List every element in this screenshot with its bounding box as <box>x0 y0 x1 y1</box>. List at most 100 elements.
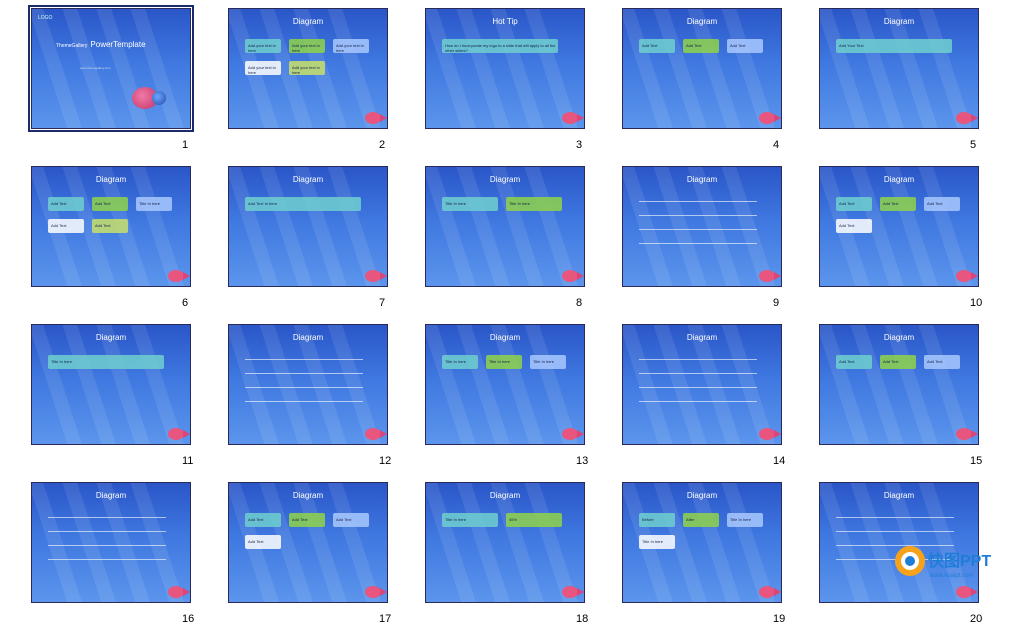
text-line <box>836 545 954 546</box>
slide-thumbnail[interactable]: Diagram <box>228 324 388 445</box>
diagram-label: Add Text <box>839 201 855 206</box>
diagram-shape: Add your text in here <box>245 39 281 53</box>
diagram-label: Title In here <box>509 201 530 206</box>
diagram-label: Add your text in here <box>248 65 276 75</box>
slide-title: Diagram <box>686 491 718 500</box>
slide-thumbnail[interactable]: Diagram <box>622 324 782 445</box>
slide-title: Diagram <box>686 175 718 184</box>
slide-thumbnail[interactable]: Diagram <box>31 482 191 603</box>
diagram-label: Add Text <box>642 43 658 48</box>
slide-number: 12 <box>379 455 392 467</box>
text-line <box>245 359 363 360</box>
diagram-label: Title In here <box>445 359 466 364</box>
diagram-shape: Add Your Text <box>836 39 952 53</box>
slide-thumbnail[interactable]: Diagram <box>622 166 782 287</box>
diagram-shape: Title In here <box>442 197 498 211</box>
slide-title: Diagram <box>489 175 521 184</box>
diagram-label: Add Text <box>927 201 943 206</box>
slide-title: Diagram <box>292 491 324 500</box>
diagram-shape: Add your text in here <box>289 61 325 75</box>
fish-icon <box>562 586 584 598</box>
diagram-label: Add Text <box>248 539 264 544</box>
fish-icon <box>759 586 781 598</box>
diagram-label: Add Text <box>336 517 352 522</box>
fish-icon <box>956 270 978 282</box>
slide-title: Diagram <box>292 17 324 26</box>
diagram-shape: Add Text <box>92 197 128 211</box>
text-line <box>836 531 954 532</box>
text-line <box>836 559 954 560</box>
fish-icon <box>956 428 978 440</box>
slide-title: Diagram <box>883 175 915 184</box>
diagram-shape: Title In here <box>530 355 566 369</box>
slide-title: Diagram <box>883 491 915 500</box>
fish-icon <box>562 270 584 282</box>
diagram-shape: Add your text in here <box>245 61 281 75</box>
diagram-shape: Add Text <box>333 513 369 527</box>
diagram-label: Add Text <box>248 517 264 522</box>
text-line <box>48 559 166 560</box>
diagram-shape: Add Text <box>245 513 281 527</box>
diagram-label: Title In here <box>51 359 72 364</box>
text-line <box>639 359 757 360</box>
diagram-label: Add Text <box>686 43 702 48</box>
slide-number: 18 <box>576 613 589 625</box>
diagram-shape: Add Text <box>836 197 872 211</box>
diagram-label: Title In here <box>445 517 466 522</box>
slide-subtitle: www.themegallery.com <box>80 66 111 70</box>
diagram-label: Add your text in here <box>292 65 320 75</box>
diagram-shape: Add Text <box>880 197 916 211</box>
diagram-shape: Title In here <box>442 355 478 369</box>
text-line <box>639 387 757 388</box>
slide-number: 20 <box>970 613 983 625</box>
diagram-label: Add Text <box>95 223 111 228</box>
diagram-shape: Add Text <box>289 513 325 527</box>
diagram-label: Add Text <box>927 359 943 364</box>
fish-icon <box>759 428 781 440</box>
slide-title: Diagram <box>95 333 127 342</box>
slide-number: 2 <box>379 139 386 151</box>
slide-number: 14 <box>773 455 786 467</box>
slide-title: Diagram <box>489 333 521 342</box>
slide-title: Diagram <box>883 333 915 342</box>
fish-icon <box>168 428 190 440</box>
fish-icon <box>956 586 978 598</box>
slide-thumbnail-cell[interactable]: Diagram 14 <box>591 316 788 474</box>
watermark-sub: www.kuaipt.com <box>929 573 973 579</box>
slide-thumbnail-cell[interactable]: Diagram 12 <box>197 316 394 474</box>
diagram-shape: 45% <box>506 513 562 527</box>
diagram-shape: Add Text <box>924 197 960 211</box>
